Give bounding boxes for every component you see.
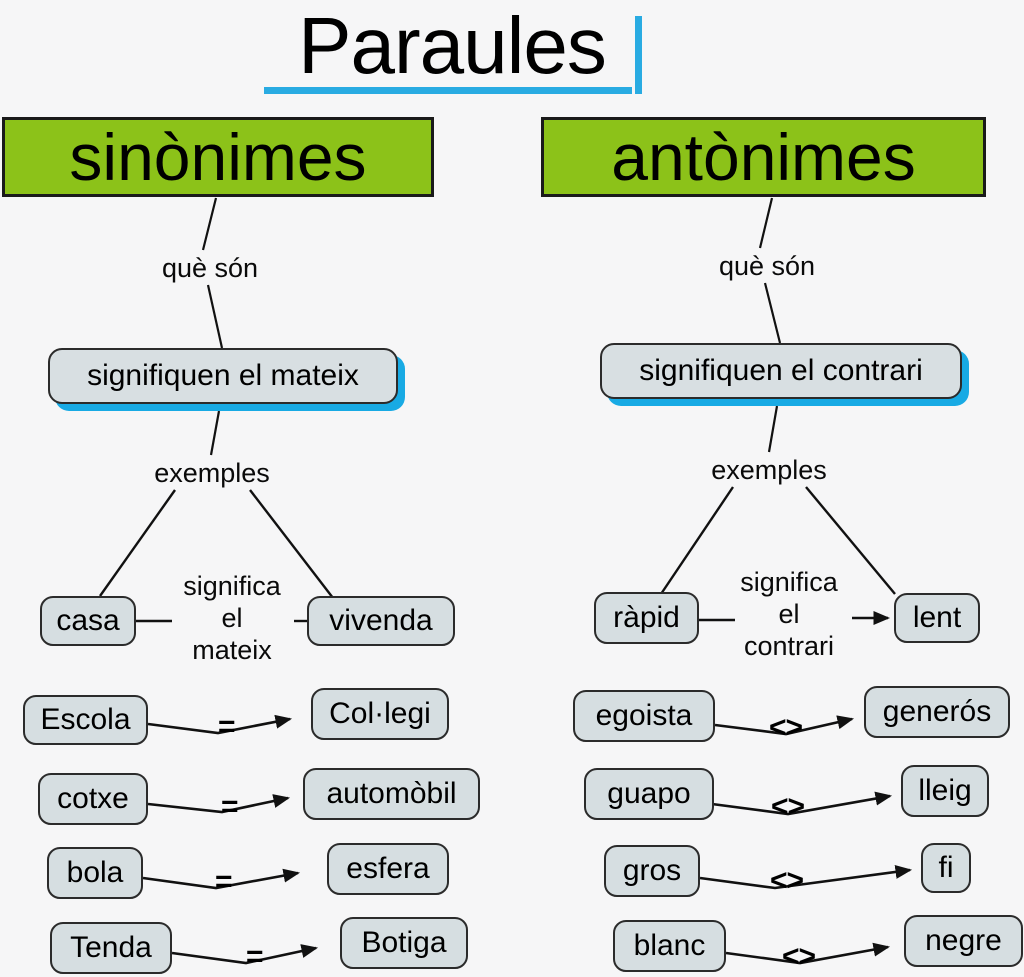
word-box-sin-pair-1-left[interactable]: cotxe <box>38 773 148 825</box>
relation-symbol-ant-pair-1: <> <box>771 790 805 823</box>
link-sin-question-to-definition <box>206 284 224 349</box>
relation-symbol-sin-pair-0: = <box>218 710 236 743</box>
relation-symbol-sin-pair-1: = <box>221 790 239 823</box>
word-box-ant-pair-2-right[interactable]: fi <box>921 843 971 893</box>
link-ant-category-to-question <box>758 197 774 249</box>
link-ant-question-to-definition <box>763 282 782 344</box>
word-box-ant-pair-2-left[interactable]: gros <box>604 845 700 897</box>
definition-box-antonimes[interactable]: signifiquen el contrari <box>600 343 962 399</box>
word-box-ant-pair-3-left[interactable]: blanc <box>613 920 726 972</box>
link-ant-pair-2 <box>699 864 913 890</box>
word-box-sin-featured-right[interactable]: vivenda <box>307 596 455 646</box>
relation-label-line-0: significa <box>740 567 838 597</box>
word-box-ant-featured-right[interactable]: lent <box>894 593 980 643</box>
relation-symbol-ant-pair-2: <> <box>770 864 804 897</box>
category-header-sinonimes[interactable]: sinònimes <box>2 117 434 197</box>
relation-label-line-2: contrari <box>743 631 835 661</box>
link-sin-pair-3 <box>171 944 319 965</box>
label-que-son-sinonimes: què són <box>161 253 259 283</box>
category-header-antonimes[interactable]: antònimes <box>541 117 986 197</box>
word-box-ant-pair-1-right[interactable]: lleig <box>901 765 989 817</box>
label-exemples-antonimes: exemples <box>711 455 827 485</box>
word-box-sin-featured-left[interactable]: casa <box>40 596 136 646</box>
relation-label-sinonimes: significa el mateix <box>152 570 312 666</box>
definition-box-sinonimes[interactable]: signifiquen el mateix <box>48 348 398 404</box>
word-box-sin-pair-2-left[interactable]: bola <box>47 847 143 899</box>
word-box-ant-featured-left[interactable]: ràpid <box>594 592 699 644</box>
link-ant-definition-to-examples <box>767 405 779 453</box>
relation-label-line-0: significa <box>183 571 281 601</box>
title-edge-accent <box>635 16 642 94</box>
word-box-sin-pair-0-right[interactable]: Col·legi <box>311 688 449 740</box>
word-box-ant-pair-0-right[interactable]: generós <box>864 686 1010 738</box>
word-box-ant-pair-1-left[interactable]: guapo <box>584 768 714 820</box>
word-box-sin-pair-3-left[interactable]: Tenda <box>50 922 172 974</box>
word-box-ant-pair-0-left[interactable]: egoista <box>573 690 715 742</box>
relation-label-line-2: mateix <box>192 635 272 665</box>
relation-symbol-ant-pair-3: <> <box>782 940 816 973</box>
label-exemples-sinonimes: exemples <box>154 458 270 488</box>
page-title: Paraules <box>262 2 642 94</box>
word-box-sin-pair-2-right[interactable]: esfera <box>327 843 449 895</box>
word-box-sin-pair-3-right[interactable]: Botiga <box>340 917 468 969</box>
word-box-ant-pair-3-right[interactable]: negre <box>904 915 1023 967</box>
label-que-son-antonimes: què són <box>718 251 816 281</box>
link-sin-category-to-question <box>201 197 218 251</box>
word-box-sin-pair-0-left[interactable]: Escola <box>23 695 148 745</box>
relation-label-line-1: el <box>221 603 243 633</box>
relation-label-antonimes: significa el contrari <box>709 566 869 662</box>
word-box-sin-pair-1-right[interactable]: automòbil <box>303 768 480 820</box>
relation-label-line-1: el <box>778 599 800 629</box>
title-underline-accent <box>264 87 632 94</box>
relation-symbol-sin-pair-3: = <box>246 940 264 973</box>
relation-symbol-ant-pair-0: <> <box>769 711 803 744</box>
relation-symbol-sin-pair-2: = <box>215 865 233 898</box>
link-sin-definition-to-examples <box>209 410 221 456</box>
link-sin-pair-1 <box>147 794 291 814</box>
page-title-text: Paraules <box>298 1 607 90</box>
